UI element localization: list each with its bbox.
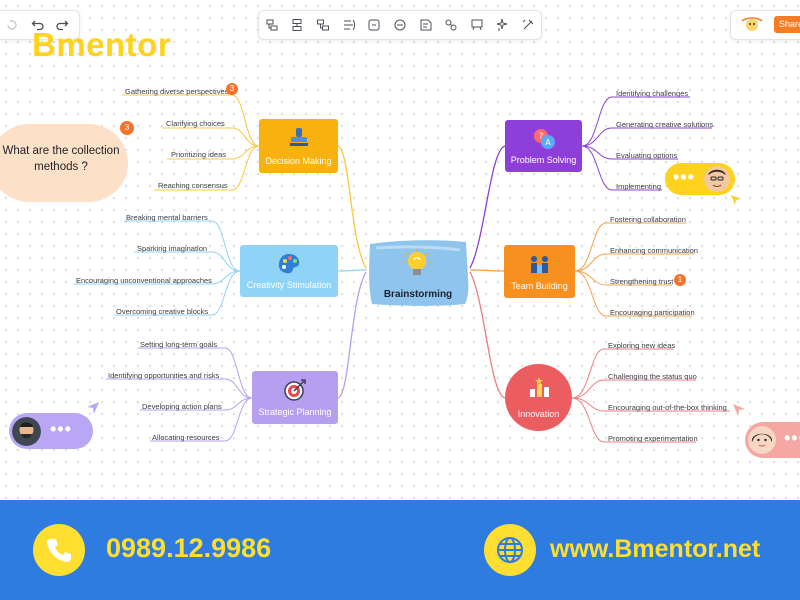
leaf-item[interactable]: Challenging the status quo xyxy=(608,372,697,381)
leaf-item[interactable]: Gathering diverse perspectives xyxy=(125,87,229,96)
chat-typing-dots: ••• xyxy=(784,428,800,448)
add-child-icon[interactable] xyxy=(288,16,306,34)
branch-label: Strategic Planning xyxy=(258,407,332,417)
image-icon[interactable] xyxy=(468,16,486,34)
cursor-arrow-icon xyxy=(731,195,741,205)
leaf-item[interactable]: Reaching consensus xyxy=(158,181,228,190)
brand-avatar-icon[interactable] xyxy=(740,15,764,33)
leaf-item[interactable]: Encouraging participation xyxy=(610,308,695,317)
leaf-item[interactable]: Promoting experimentation xyxy=(608,434,698,443)
branch-decision-making[interactable]: Decision Making xyxy=(259,119,338,173)
leaf-item[interactable]: Breaking mental barriers xyxy=(126,213,208,222)
stamp-icon xyxy=(289,128,308,146)
redo-icon[interactable] xyxy=(53,16,71,34)
chat-typing-dots: ••• xyxy=(673,167,695,187)
contact-footer: 0989.12.9986 www.Bmentor.net xyxy=(0,500,800,600)
comment-count-badge[interactable]: 3 xyxy=(120,121,134,135)
comment-text: What are the collection methods ? xyxy=(2,145,120,173)
history-toolbar xyxy=(0,10,80,40)
comment-count-badge[interactable]: 3 xyxy=(226,83,238,95)
branch-strategic-planning[interactable]: Strategic Planning xyxy=(252,371,338,424)
collaborator-avatar xyxy=(748,426,776,454)
leaf-item[interactable]: Encouraging out-of-the-box thinking xyxy=(608,403,727,412)
leaf-item[interactable]: Prioritizing ideas xyxy=(171,150,227,159)
leaf-item[interactable]: Strengthening trust xyxy=(610,277,674,286)
globe-icon xyxy=(497,537,523,563)
question-answer-icon: ? A xyxy=(533,129,555,149)
mindmap-connectors xyxy=(74,94,730,443)
leaf-item[interactable]: Evaluating options xyxy=(616,151,678,160)
svg-text:A: A xyxy=(545,138,551,147)
branch-label: Problem Solving xyxy=(510,155,577,165)
brand-logo: Bmentor xyxy=(32,26,172,63)
summary-icon[interactable] xyxy=(340,16,358,34)
leaf-item[interactable]: Enhancing communication xyxy=(610,246,698,255)
link-icon[interactable] xyxy=(442,16,460,34)
chat-typing-dots: ••• xyxy=(50,419,72,439)
branch-creativity-stimulation[interactable]: Creativity Stimulation xyxy=(240,245,338,297)
phone-icon xyxy=(47,539,71,562)
format-painter-icon[interactable] xyxy=(519,16,537,34)
add-parent-icon[interactable] xyxy=(314,16,332,34)
center-node[interactable]: Brainstorming xyxy=(366,238,470,308)
leaf-item[interactable]: Identifying challenges xyxy=(616,89,689,98)
palette-icon xyxy=(278,254,300,274)
note-icon[interactable] xyxy=(417,16,435,34)
comment-count-badge[interactable]: 1 xyxy=(674,274,686,286)
leaf-item[interactable]: Clarifying choices xyxy=(166,119,225,128)
leaf-item[interactable]: Encouraging unconventional approaches xyxy=(76,276,212,285)
leaf-item[interactable]: Generating creative solutions xyxy=(616,120,714,129)
team-icon xyxy=(530,256,548,273)
collaborator-avatar xyxy=(12,417,41,446)
center-node-label: Brainstorming xyxy=(383,289,453,300)
cursor-arrow-icon xyxy=(87,402,99,414)
branch-label: Decision Making xyxy=(265,156,332,166)
svg-text:?: ? xyxy=(538,132,543,142)
ai-icon[interactable] xyxy=(493,16,511,34)
relationship-icon[interactable] xyxy=(391,16,409,34)
comment-bubble[interactable] xyxy=(0,124,128,202)
leaf-item[interactable]: Implementing xyxy=(616,182,662,191)
edit-toolbar xyxy=(258,10,542,40)
branch-innovation[interactable]: Innovation xyxy=(505,364,572,431)
leaf-item[interactable]: Allocating resources xyxy=(152,433,220,442)
redo-disabled-icon[interactable] xyxy=(3,16,21,34)
add-sibling-icon[interactable] xyxy=(263,16,281,34)
leaf-item[interactable]: Overcoming creative blocks xyxy=(116,307,209,316)
collaborator-avatar xyxy=(704,166,730,192)
website-circle xyxy=(484,524,536,576)
leaf-item[interactable]: Setting long-term goals xyxy=(140,340,218,349)
branch-team-building[interactable]: Team Building xyxy=(504,245,575,298)
branch-label: Innovation xyxy=(517,409,560,419)
lightbulb-icon xyxy=(403,249,431,275)
undo-icon[interactable] xyxy=(29,16,47,34)
branch-label: Team Building xyxy=(511,281,568,291)
phone-number[interactable]: 0989.12.9986 xyxy=(106,533,272,563)
mindmap-canvas[interactable]: Share Bmentor xyxy=(0,0,800,500)
leaf-item[interactable]: Exploring new ideas xyxy=(608,341,676,350)
branch-problem-solving[interactable]: ? A Problem Solving xyxy=(505,120,582,172)
phone-circle xyxy=(33,524,85,576)
branch-label: Creativity Stimulation xyxy=(246,280,332,290)
target-icon xyxy=(284,379,306,401)
leaf-item[interactable]: Sparking imagination xyxy=(137,244,208,253)
share-button[interactable]: Share xyxy=(774,16,800,33)
website-url[interactable]: www.Bmentor.net xyxy=(550,535,761,563)
boundary-icon[interactable] xyxy=(365,16,383,34)
leaf-item[interactable]: Identifying opportunities and risks xyxy=(108,371,220,380)
leaf-item[interactable]: Fostering collaboration xyxy=(610,215,686,224)
leaf-item[interactable]: Developing action plans xyxy=(142,402,222,411)
cursor-arrow-icon xyxy=(733,404,745,416)
innovation-chart-icon xyxy=(529,377,549,397)
